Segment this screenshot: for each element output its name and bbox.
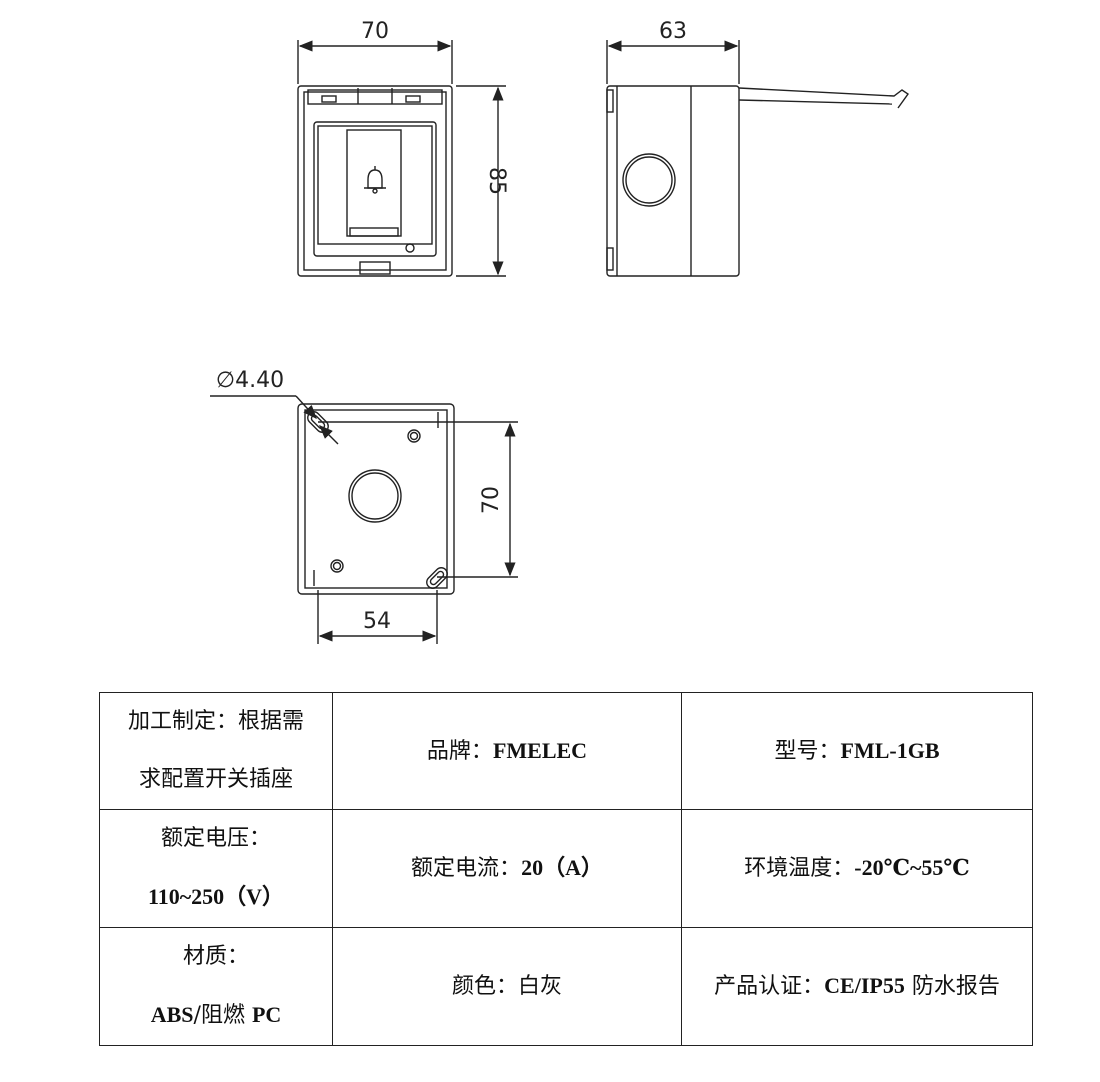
dim-hole-diameter: ∅4.40	[216, 368, 284, 393]
front-view	[297, 85, 453, 277]
table-row: 加工制定：根据需 求配置开关插座 品牌：FMELEC 型号：FML-1GB	[99, 692, 1033, 810]
bell-icon	[364, 166, 386, 194]
dim-back-width: 54	[363, 609, 391, 634]
back-view	[297, 403, 455, 595]
side-view	[606, 85, 909, 277]
spec-material: 材质： ABS/阻燃 PC	[99, 927, 333, 1046]
dim-side-depth: 63	[659, 19, 687, 44]
technical-drawing: 70 85 63 ∅4.40 70 54	[210, 19, 909, 644]
table-row: 材质： ABS/阻燃 PC 颜色：白灰 产品认证：CE/IP55 防水报告	[99, 927, 1033, 1046]
spec-color: 颜色：白灰	[332, 927, 682, 1046]
spec-model: 型号：FML-1GB	[681, 692, 1033, 810]
spec-temperature: 环境温度：-20℃~55℃	[681, 809, 1033, 928]
spec-table: 加工制定：根据需 求配置开关插座 品牌：FMELEC 型号：FML-1GB 额定…	[99, 692, 1033, 1046]
spec-certification: 产品认证：CE/IP55 防水报告	[681, 927, 1033, 1046]
spec-current: 额定电流：20（A）	[332, 809, 682, 928]
table-row: 额定电压： 110~250（V） 额定电流：20（A） 环境温度：-20℃~55…	[99, 809, 1033, 928]
spec-voltage: 额定电压： 110~250（V）	[99, 809, 333, 928]
spec-brand: 品牌：FMELEC	[332, 692, 682, 810]
spec-custom: 加工制定：根据需 求配置开关插座	[99, 692, 333, 810]
dim-front-height: 85	[484, 167, 509, 195]
dim-front-width: 70	[361, 19, 389, 44]
dim-back-height: 70	[479, 486, 504, 514]
